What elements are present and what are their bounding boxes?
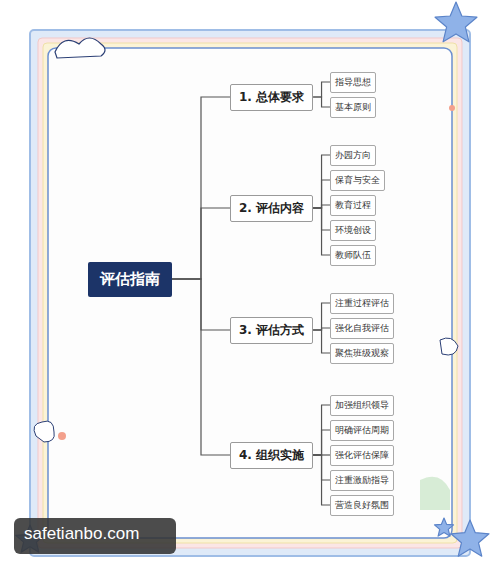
node-text: 教育过程 (335, 199, 371, 212)
leaf-topic: 强化自我评估 (330, 318, 394, 339)
watermark-text: safetianbo.com (24, 524, 139, 544)
cloud-doodle (34, 421, 54, 442)
branch-connector (313, 208, 330, 255)
branch-connector (313, 303, 330, 330)
branch-connector (172, 208, 230, 279)
node-text: 4. 组织实施 (239, 447, 304, 464)
node-text: 注重过程评估 (335, 297, 389, 310)
leaf-topic: 营造良好氛围 (330, 495, 394, 516)
cheek-dot (58, 432, 66, 440)
branch-connector (172, 97, 230, 279)
node-text: 3. 评估方式 (239, 322, 304, 339)
node-text: 2. 评估内容 (239, 200, 304, 217)
branch-connector (313, 330, 330, 353)
leaf-topic: 教育过程 (330, 195, 376, 216)
node-text: 指导思想 (335, 76, 371, 89)
leaf-topic: 注重激励指导 (330, 470, 394, 491)
branch-connector (313, 430, 330, 455)
leaf-topic: 明确评估周期 (330, 420, 394, 441)
branch-connector (313, 455, 330, 505)
outer-border (30, 30, 470, 556)
node-text: 1. 总体要求 (239, 89, 304, 106)
star-doodle (451, 520, 489, 556)
leaf-topic: 加强组织领导 (330, 395, 394, 416)
node-text: 环境创设 (335, 224, 371, 237)
node-text: 教师队伍 (335, 249, 371, 262)
leaf-topic: 强化评估保障 (330, 445, 394, 466)
node-text: 办园方向 (335, 149, 371, 162)
leaf-topic: 保育与安全 (330, 170, 385, 191)
branch-topic: 4. 组织实施 (230, 442, 313, 469)
branch-topic: 2. 评估内容 (230, 195, 313, 222)
cheek-dot (449, 105, 455, 111)
leaf-topic: 环境创设 (330, 220, 376, 241)
branch-connector (313, 155, 330, 208)
star-doodle (435, 2, 477, 42)
branch-topic: 1. 总体要求 (230, 84, 313, 111)
node-text: 强化评估保障 (335, 449, 389, 462)
branch-connector (313, 405, 330, 455)
leaf-doodle (420, 477, 450, 510)
node-text: 注重激励指导 (335, 474, 389, 487)
leaf-topic: 基本原则 (330, 97, 376, 118)
branch-connector (172, 279, 230, 455)
branch-topic: 3. 评估方式 (230, 317, 313, 344)
node-text: 加强组织领导 (335, 399, 389, 412)
yellow-border (43, 43, 457, 543)
leaf-topic: 聚焦班级观察 (330, 343, 394, 364)
branch-connector (313, 180, 330, 208)
white-panel (48, 48, 452, 538)
node-text: 基本原则 (335, 101, 371, 114)
watermark-plate (14, 518, 176, 554)
branch-connector (313, 97, 330, 107)
node-text: 强化自我评估 (335, 322, 389, 335)
node-text: 评估指南 (100, 270, 160, 289)
cloud-doodle (55, 38, 105, 58)
leaf-topic: 指导思想 (330, 72, 376, 93)
leaf-topic: 教师队伍 (330, 245, 376, 266)
branch-connector (313, 82, 330, 97)
node-text: 聚焦班级观察 (335, 347, 389, 360)
node-text: 保育与安全 (335, 174, 380, 187)
node-text: 营造良好氛围 (335, 499, 389, 512)
leaf-topic: 办园方向 (330, 145, 376, 166)
leaf-topic: 注重过程评估 (330, 293, 394, 314)
root-topic: 评估指南 (88, 262, 172, 297)
pink-border (38, 38, 462, 548)
cloud-doodle (440, 338, 458, 355)
star-doodle (434, 518, 453, 536)
node-text: 明确评估周期 (335, 424, 389, 437)
